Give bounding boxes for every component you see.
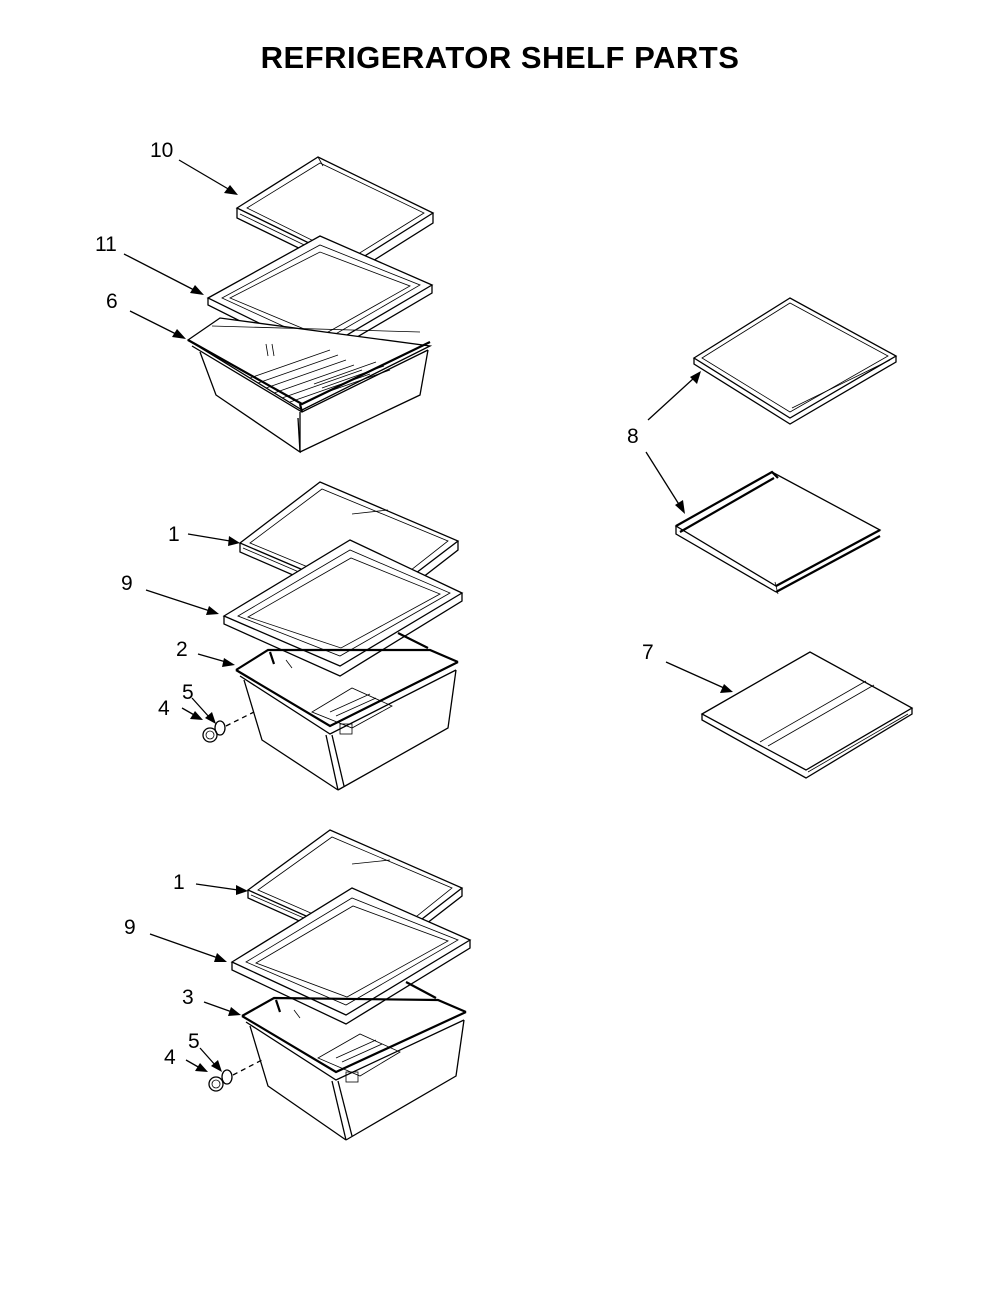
part-7-glass-shelf	[700, 651, 914, 779]
part-3-crisper-drawer	[241, 981, 467, 1141]
callout-2: 2	[176, 638, 188, 661]
callout-4-upper: 4	[158, 697, 170, 720]
callout-3: 3	[182, 986, 194, 1009]
callout-6: 6	[106, 290, 118, 313]
callout-5-lower: 5	[188, 1030, 200, 1053]
callout-5-upper: 5	[182, 681, 194, 704]
callout-9-upper: 9	[121, 572, 133, 595]
page-title: REFRIGERATOR SHELF PARTS	[260, 40, 740, 75]
part-8-glass-shelf-top	[692, 297, 898, 425]
part-4-5-drawer-stop-lower	[208, 1059, 263, 1092]
callout-8: 8	[627, 425, 639, 448]
callout-4-lower: 4	[164, 1046, 176, 1069]
callout-7: 7	[642, 641, 654, 664]
callout-10: 10	[150, 139, 173, 162]
callout-11: 11	[95, 233, 117, 256]
callout-1-lower: 1	[173, 871, 185, 894]
callout-1-upper: 1	[168, 523, 180, 546]
part-6-crisper-drawer	[186, 317, 433, 454]
part-4-5-drawer-stop-middle	[202, 711, 255, 743]
part-8-glass-shelf-bottom	[674, 470, 882, 595]
part-9-frame-lower	[230, 887, 472, 1025]
callout-9-lower: 9	[124, 916, 136, 939]
part-2-crisper-drawer	[235, 632, 459, 791]
leader-arrows	[123, 159, 733, 1072]
